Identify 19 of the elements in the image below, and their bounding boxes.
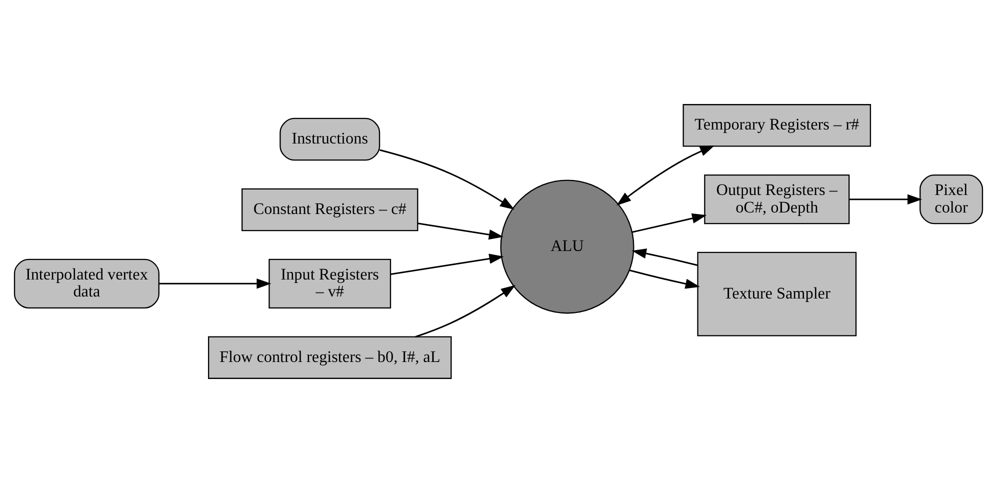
node-box: Instructions bbox=[279, 118, 380, 161]
arrow bbox=[390, 254, 504, 276]
arrow bbox=[616, 145, 714, 206]
node-box: Texture Sampler bbox=[696, 252, 856, 336]
node-box: Flow control registers – b0, I#, aL bbox=[208, 336, 452, 379]
arrow bbox=[632, 213, 706, 233]
node-box: Temporary Registers – r# bbox=[682, 104, 871, 147]
arrow bbox=[849, 194, 922, 204]
node-box: Constant Registers – c# bbox=[240, 188, 418, 232]
arrow bbox=[417, 222, 503, 240]
arrow bbox=[158, 278, 271, 289]
arrow bbox=[379, 149, 514, 210]
arrow bbox=[414, 285, 516, 338]
node-box: Pixel color bbox=[919, 174, 983, 224]
node-box: Input Registers – v# bbox=[268, 258, 391, 308]
arrow bbox=[628, 270, 700, 289]
node-box: Output Registers – oC#, oDepth bbox=[704, 174, 850, 224]
node-box: Interpolated vertex data bbox=[13, 258, 159, 308]
arrow bbox=[631, 248, 698, 266]
